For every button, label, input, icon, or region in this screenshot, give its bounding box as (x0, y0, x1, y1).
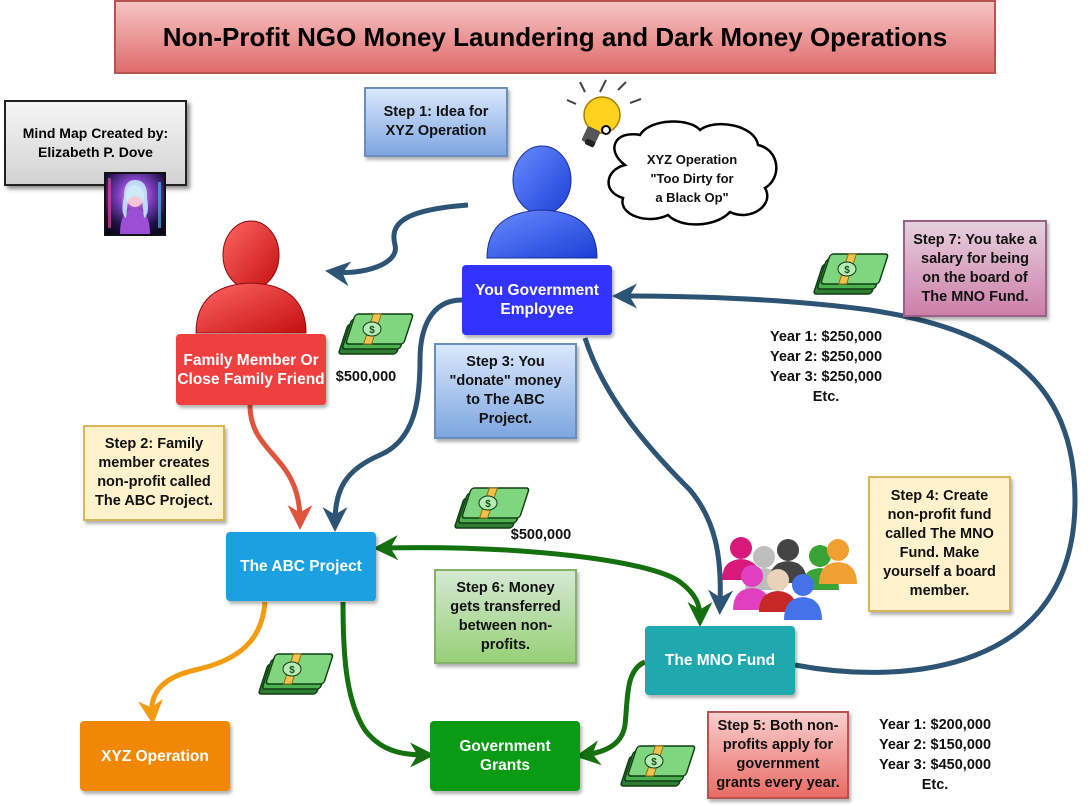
grant-etc: Etc. (921, 777, 949, 793)
grant-year-3: Year 3: $450,000 (878, 757, 992, 773)
amount-transfer: $500,000 (510, 527, 572, 543)
node-family-member: Family Member Or Close Family Friend (176, 334, 326, 405)
group-people-icon (722, 537, 857, 620)
credit-box: Mind Map Created by: Elizabeth P. Dove (4, 100, 187, 186)
step-7-note: Step 7: You take a salary for being on t… (903, 220, 1047, 317)
step-6-note: Step 6: Money gets transferred between n… (434, 569, 577, 664)
money-stack-icon (619, 745, 697, 787)
salary-amounts: Year 1: $250,000 Year 2: $250,000 Year 3… (760, 327, 892, 407)
money-stack-icon (337, 313, 415, 355)
grant-year-2: Year 2: $150,000 (878, 737, 992, 753)
node-government-grants: Government Grants (430, 721, 580, 791)
amount-donation: $500,000 (335, 369, 397, 385)
page-title: Non-Profit NGO Money Laundering and Dark… (114, 0, 996, 74)
grant-amounts: Year 1: $200,000 Year 2: $150,000 Year 3… (868, 715, 1002, 795)
credit-line-1: Mind Map Created by: (22, 125, 169, 141)
thought-bubble (601, 120, 778, 226)
money-stack-icon (812, 253, 890, 295)
step-4-note: Step 4: Create non-profit fund called Th… (868, 476, 1011, 612)
salary-year-1: Year 1: $250,000 (769, 329, 883, 345)
thought-line-2: "Too Dirty for (650, 171, 734, 186)
author-avatar (104, 172, 166, 236)
money-stack-icon (257, 653, 335, 695)
thought-line-3: a Black Op" (655, 190, 729, 205)
arrow-mno-salary-to-you (612, 283, 1078, 675)
arrow-you-to-family (325, 202, 469, 287)
salary-year-2: Year 2: $250,000 (769, 349, 883, 365)
money-stack-icon (453, 487, 531, 529)
step-3-note: Step 3: You "donate" money to The ABC Pr… (434, 343, 577, 439)
arrow-you-to-abc (322, 297, 463, 532)
thought-line-1: XYZ Operation (646, 152, 738, 167)
person-icon-red (195, 220, 307, 334)
node-abc-project: The ABC Project (226, 532, 376, 601)
person-icon-blue (486, 145, 598, 259)
step-5-note: Step 5: Both non-profits apply for gover… (707, 711, 849, 799)
salary-etc: Etc. (812, 389, 840, 405)
arrow-abc-to-grants (340, 601, 435, 768)
node-xyz-operation: XYZ Operation (80, 721, 230, 791)
arrow-abc-to-xyz (138, 601, 268, 725)
step-1-note: Step 1: Idea for XYZ Operation (364, 87, 508, 157)
arrow-you-to-mno (582, 337, 734, 615)
node-you-government-employee: You Government Employee (462, 265, 612, 335)
step-2-note: Step 2: Family member creates non-profit… (83, 425, 225, 521)
salary-year-3: Year 3: $250,000 (769, 369, 883, 385)
credit-line-2: Elizabeth P. Dove (38, 144, 153, 160)
arrow-mno-to-grants (575, 659, 647, 766)
arrow-abc-mno-transfer (373, 535, 713, 627)
grant-year-1: Year 1: $200,000 (878, 717, 992, 733)
node-mno-fund: The MNO Fund (645, 626, 795, 695)
arrow-family-to-abc (247, 404, 313, 530)
thought-bubble-text: XYZ Operation "Too Dirty for a Black Op" (612, 150, 772, 207)
author-portrait-icon (108, 178, 161, 234)
